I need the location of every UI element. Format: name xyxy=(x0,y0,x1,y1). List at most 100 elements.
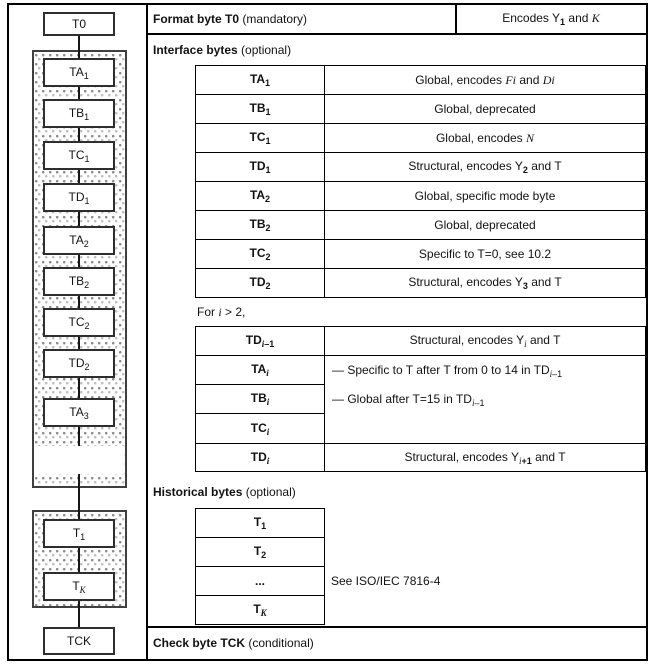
check-byte-top-line xyxy=(147,626,646,628)
format-encodes-cell: Encodes Y1 and K xyxy=(456,4,646,33)
byte-label-cell: TA2 xyxy=(195,182,325,210)
byte-label-cell: TD1 xyxy=(195,153,325,181)
byte-desc-td2: Structural, encodes Y3 and T xyxy=(408,275,562,291)
byte-desc-tc2: Specific to T=0, see 10.2 xyxy=(418,247,552,261)
node-td2-label: TD2 xyxy=(68,355,90,372)
byte-desc-cell: Global, encodes Fi and Di xyxy=(325,66,646,94)
dash-note-global: — Global after T=15 in TDi–1 xyxy=(325,385,645,414)
byte-label-cell: TB2 xyxy=(195,211,325,239)
dash-note-global-text: — Global after T=15 in TDi–1 xyxy=(332,391,485,408)
table-row-tc1: TC1 Global, encodes N xyxy=(195,124,646,153)
node-t0: T0 xyxy=(43,12,115,36)
table-row-tb1: TB1 Global, deprecated xyxy=(195,95,646,124)
node-ta1-label: TA1 xyxy=(69,64,89,81)
check-byte-row: Check byte TCK (conditional) xyxy=(153,628,314,658)
byte-label-tb2: TB2 xyxy=(249,217,271,233)
table-rows-tai-tbi-tci: TAi TBi TCi — Specific to T after T from… xyxy=(195,356,646,443)
format-encodes-text: Encodes Y1 and K xyxy=(502,10,600,27)
byte-desc-cell: Structural, encodes Yi and T xyxy=(325,327,646,355)
byte-label-tai: TAi xyxy=(251,362,269,378)
node-ta2-label: TA2 xyxy=(69,232,89,249)
hist-row-t2: T2 xyxy=(195,538,325,567)
node-ta1: TA1 xyxy=(43,58,115,87)
interface-bytes-table-i: TDi–1 Structural, encodes Yi and T TAi T… xyxy=(195,326,646,472)
node-t0-label: T0 xyxy=(71,17,86,31)
hist-row-ellipsis: ... xyxy=(195,567,325,596)
node-tb2: TB2 xyxy=(43,267,115,296)
byte-desc-cell: Structural, encodes Y2 and T xyxy=(325,153,646,181)
node-tk-label: TK xyxy=(72,578,86,595)
table-row-td2: TD2 Structural, encodes Y3 and T xyxy=(195,269,646,298)
table-row-ta2: TA2 Global, specific mode byte xyxy=(195,182,646,211)
byte-label-tci: TCi xyxy=(250,420,270,437)
node-tb1-label: TB1 xyxy=(68,105,90,122)
historical-bytes-header: Historical bytes (optional) xyxy=(153,477,296,506)
byte-desc-cell: Global, specific mode byte xyxy=(325,182,646,210)
node-t1: T1 xyxy=(43,519,115,548)
byte-label-column: TAi TBi TCi xyxy=(195,356,325,443)
byte-label-tbi: TBi xyxy=(250,391,270,407)
node-td1: TD1 xyxy=(43,183,115,212)
byte-label-ta1: TA1 xyxy=(249,72,271,88)
format-byte-cell: Format byte T0 (mandatory) xyxy=(153,4,307,33)
node-t1-label: T1 xyxy=(72,525,86,542)
table-row-tdi: TDi Structural, encodes Yi+1 and T xyxy=(195,443,646,472)
check-byte-text: Check byte TCK (conditional) xyxy=(153,636,314,650)
node-tck-label: TCK xyxy=(67,634,91,648)
hist-label-t1: T1 xyxy=(253,515,267,531)
byte-label-cell: TCi xyxy=(196,414,324,443)
node-tb2-label: TB2 xyxy=(68,273,90,290)
byte-label-td1: TD1 xyxy=(249,159,271,175)
interface-bytes-header: Interface bytes (optional) xyxy=(153,36,291,64)
byte-desc-tb2: Global, deprecated xyxy=(434,218,536,232)
table-row-tb2: TB2 Global, deprecated xyxy=(195,211,646,240)
byte-desc-cell: Structural, encodes Yi+1 and T xyxy=(325,444,646,471)
chain-connector-line-bottom xyxy=(78,474,80,628)
byte-label-tc1: TC1 xyxy=(249,130,271,146)
node-td1-label: TD1 xyxy=(68,189,90,206)
hist-label-tk: TK xyxy=(253,602,267,618)
byte-desc-ta1: Global, encodes Fi and Di xyxy=(415,72,555,87)
byte-desc-cell: Global, deprecated xyxy=(325,95,646,123)
byte-label-cell: TA1 xyxy=(195,66,325,94)
dash-note-specific: — Specific to T after T from 0 to 14 in … xyxy=(325,356,645,385)
byte-desc-cell: Specific to T=0, see 10.2 xyxy=(325,240,646,268)
byte-label-cell: TAi xyxy=(196,356,324,385)
main-column-divider xyxy=(146,3,148,661)
table-row-td1: TD1 Structural, encodes Y2 and T xyxy=(195,153,646,182)
byte-label-cell: TC2 xyxy=(195,240,325,268)
byte-label-tdi: TDi xyxy=(250,449,270,466)
format-row-bottom-line xyxy=(147,33,646,35)
byte-label-cell: TDi xyxy=(195,444,325,471)
chain-ellipsis-gap xyxy=(35,446,124,474)
byte-desc-cell: Global, deprecated xyxy=(325,211,646,239)
byte-label-ta2: TA2 xyxy=(249,188,271,204)
byte-desc-tc1: Global, encodes N xyxy=(435,130,535,145)
byte-label-cell: TBi xyxy=(196,385,324,414)
byte-label-cell: TDi–1 xyxy=(195,327,325,355)
table-row-ta1: TA1 Global, encodes Fi and Di xyxy=(195,66,646,95)
byte-desc-tdi: Structural, encodes Yi+1 and T xyxy=(404,449,566,466)
format-byte-text: Format byte T0 (mandatory) xyxy=(153,11,308,26)
node-tc1: TC1 xyxy=(43,141,115,170)
node-ta3: TA3 xyxy=(43,398,115,427)
byte-label-td2: TD2 xyxy=(249,275,271,291)
table-row-tdi-prev: TDi–1 Structural, encodes Yi and T xyxy=(195,327,646,356)
table-row-tc2: TC2 Specific to T=0, see 10.2 xyxy=(195,240,646,269)
node-ta2: TA2 xyxy=(43,226,115,255)
byte-label-tb1: TB1 xyxy=(249,101,271,117)
node-tck: TCK xyxy=(43,627,115,655)
byte-desc-td1: Structural, encodes Y2 and T xyxy=(408,159,562,175)
figure-border xyxy=(7,3,648,661)
byte-desc-ta2: Global, specific mode byte xyxy=(414,189,556,203)
dash-note-specific-text: — Specific to T after T from 0 to 14 in … xyxy=(332,362,563,379)
format-row-divider xyxy=(455,3,457,34)
byte-label-cell: TB1 xyxy=(195,95,325,123)
hist-label-ellipsis: ... xyxy=(254,574,265,588)
historical-bytes-header-text: Historical bytes (optional) xyxy=(153,484,296,499)
node-ta3-label: TA3 xyxy=(69,404,89,421)
node-tb1: TB1 xyxy=(43,99,115,128)
byte-label-cell: TC1 xyxy=(195,124,325,152)
node-tc2-label: TC2 xyxy=(68,314,90,331)
